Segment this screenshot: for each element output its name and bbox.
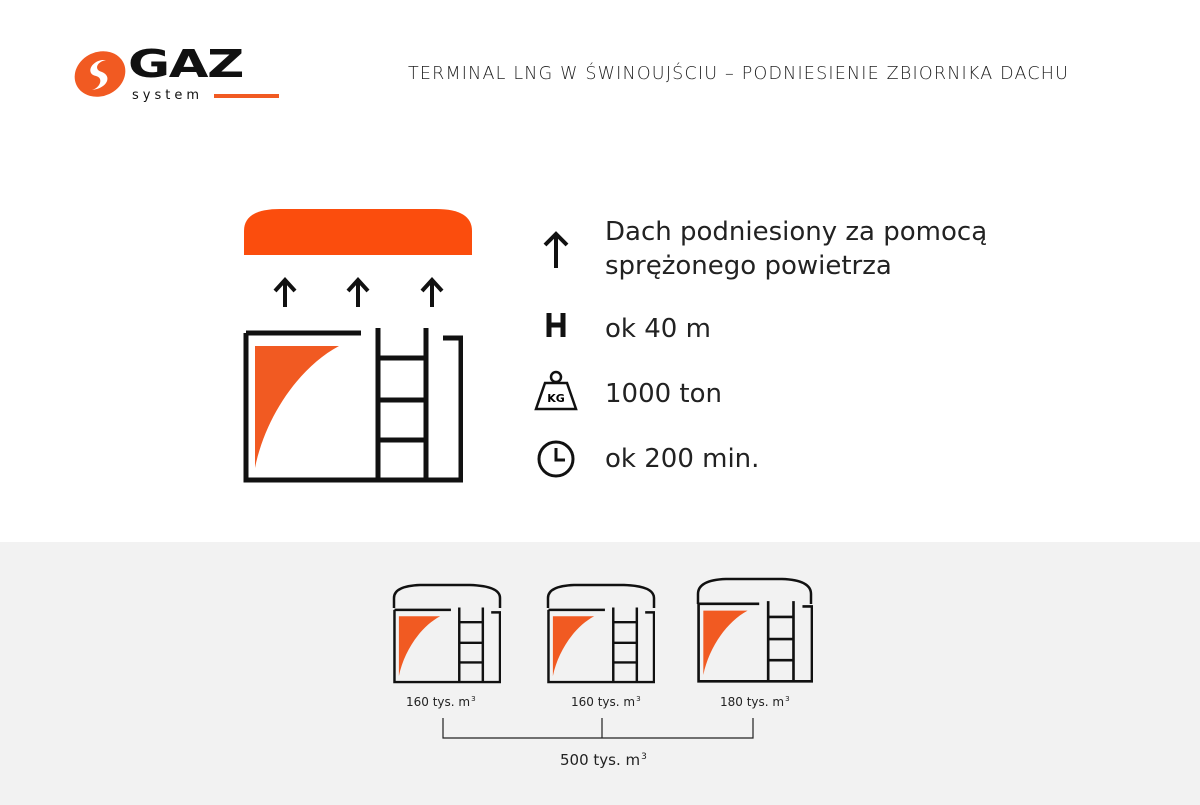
logo bbox=[72, 50, 128, 102]
clock-icon bbox=[533, 438, 578, 484]
fact-method-line2: sprężonego powietrza bbox=[605, 251, 892, 281]
logo-bar bbox=[214, 94, 279, 98]
arrow-up-icon bbox=[533, 230, 578, 274]
fact-duration: ok 200 min. bbox=[605, 444, 760, 474]
tank-3-icon bbox=[696, 577, 813, 683]
tank-3-capacity: 180 tys. m3 bbox=[720, 694, 790, 709]
lift-arrows-icon bbox=[273, 277, 444, 307]
weight-kg-icon: KG bbox=[533, 370, 578, 416]
page-title: TERMINAL LNG W ŚWINOUJŚCIU – PODNIESIENI… bbox=[408, 64, 1070, 84]
fact-method: Dach podniesiony za pomocą sprężonego po… bbox=[605, 215, 987, 283]
svg-text:KG: KG bbox=[547, 392, 565, 405]
height-icon bbox=[533, 310, 578, 344]
logo-subtext: system bbox=[132, 88, 203, 103]
gaz-flame-icon bbox=[74, 51, 126, 97]
fact-height: ok 40 m bbox=[605, 314, 711, 344]
tank-2-capacity: 160 tys. m3 bbox=[571, 694, 641, 709]
tank-roof-lift-illustration bbox=[240, 209, 472, 485]
tank-2-icon bbox=[546, 583, 656, 684]
total-capacity: 500 tys. m3 bbox=[560, 751, 647, 769]
fact-weight: 1000 ton bbox=[605, 379, 723, 409]
logo-text: GAZ bbox=[128, 42, 244, 86]
fact-method-line1: Dach podniesiony za pomocą bbox=[605, 217, 988, 247]
total-bracket bbox=[442, 718, 754, 739]
tank-1-capacity: 160 tys. m3 bbox=[406, 694, 476, 709]
roof-shape bbox=[244, 209, 472, 255]
tank-1-icon bbox=[392, 583, 502, 684]
